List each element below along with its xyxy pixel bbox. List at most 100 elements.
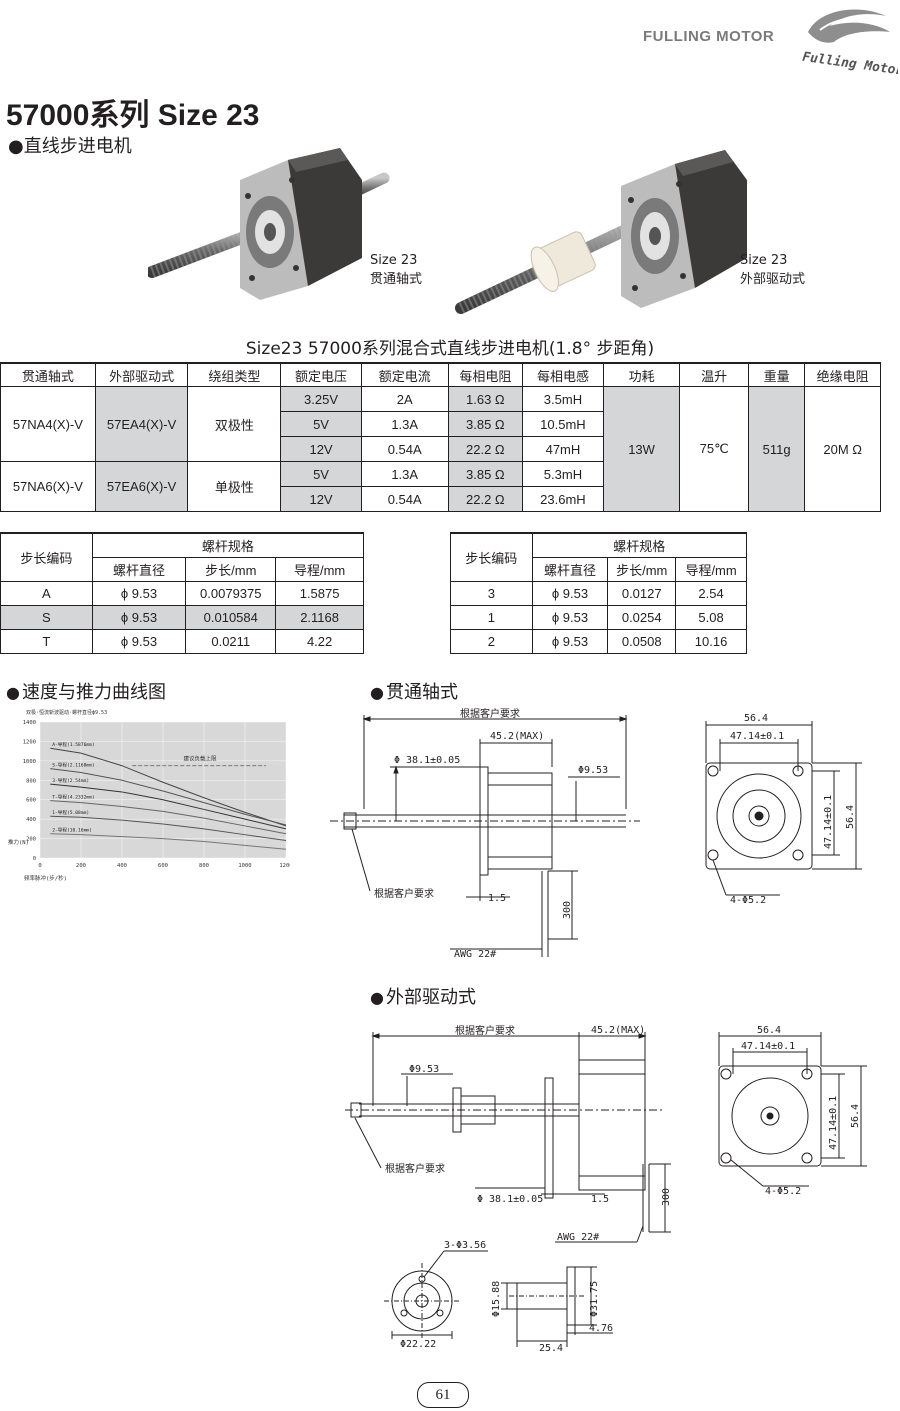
external-drive-side-drawing: 根据客户要求 45.2(MAX) Φ9.53 根据客户要求 Φ 38.1±0.0… [345,1024,672,1243]
table-row: 螺杆直径 步长/mm 导程/mm [451,557,747,582]
chart-x-tick-label: 200 [76,863,86,869]
nut-side-drawing: Φ15.88 Φ31.75 4.76 25.4 [491,1266,613,1354]
table-row: 2 ϕ 9.53 0.0508 10.16 [450,629,747,654]
section-through-axis: ●贯通轴式 [370,682,458,703]
page-number: 61 [417,1382,469,1408]
cell-diameter: ϕ 9.53 [531,629,609,654]
header-lead: 导程/mm [275,557,364,582]
table-row: 12V 0.54A 22.2 Ω 47mH [1,436,881,462]
header-through-axis: 贯通轴式 [0,362,96,387]
cell-external-model-2: 57EA6(X)-V [94,461,189,512]
header-screw-spec: 螺杆规格 [91,532,365,558]
dim-customer-length: 根据客户要求 [455,1024,515,1037]
end-bolt-spacing-label: 47.14±0.1 [741,1041,795,1052]
spec-table-header-row: 贯通轴式 外部驱动式 绕组类型 额定电压 额定电流 每相电阻 每相电感 功耗 温… [0,362,881,387]
end-bolt-spacing-label: 47.14±0.1 [730,731,784,742]
cell-diameter: ϕ 9.53 [531,605,609,630]
leader-customer-label: 根据客户要求 [385,1162,445,1175]
cell-voltage: 3.25V [280,386,362,412]
cell-winding-2: 单极性 [187,461,282,512]
cell-step: 0.0508 [607,629,677,654]
chart-x-tick-label: 400 [117,863,127,869]
dim-body-length: 45.2(MAX) [591,1025,645,1036]
header-external-drive: 外部驱动式 [94,362,189,387]
fulling-logo-icon: Fulling Motor [801,9,898,74]
header-weight: 重量 [747,362,806,387]
cell-external-model-1: 57EA4(X)-V [94,386,189,462]
cell-inductance: 3.5mH [522,386,604,412]
leader-customer-label: 根据客户要求 [374,887,434,900]
chart-x-tick-label: 600 [158,863,168,869]
end-height-label: 56.4 [850,1104,861,1128]
table-row: S ϕ 9.53 0.010584 2.1168 [0,605,364,630]
table-row: 螺杆直径 步长/mm 导程/mm [1,557,364,582]
chart-y-tick-label: 1000 [23,759,36,765]
table-row: 3 ϕ 9.53 0.0127 2.54 [450,581,747,606]
end-width-label: 56.4 [744,713,768,724]
page-title: 57000系列 Size 23 [6,99,260,132]
section-speed-force: ●速度与推力曲线图 [6,682,166,703]
end-width-label: 56.4 [757,1025,781,1036]
cell-temp-rise: 75℃ [679,386,749,512]
external-drive-end-drawing: 56.4 47.14±0.1 47.14±0.1 56.4 4-Φ5.2 [718,1025,867,1197]
cell-code: S [0,605,93,630]
through-axis-motor-photo [148,148,390,300]
spec-table-title: Size23 57000系列混合式直线步进电机(1.8° 步距角) [245,339,655,359]
chart-y-tick-label: 600 [26,798,36,804]
dim-pilot-diameter: Φ 38.1±0.05 [394,755,460,766]
cell-lead: 1.5875 [275,581,364,606]
header-lead: 导程/mm [675,557,747,582]
screw-table-right: 步长编码 螺杆规格 螺杆直径 步长/mm 导程/mm 3 ϕ 9.53 0.01… [450,532,748,654]
chart-series-label: A-导程(1.5876mm) [52,741,94,748]
cell-lead: 2.54 [675,581,747,606]
header-rated-current: 额定电流 [360,362,449,387]
cell-current: 0.54A [360,486,449,512]
nut-flange-thickness-label: 4.76 [589,1323,613,1334]
cell-insulation: 20M Ω [804,386,881,512]
table-row: 57NA4(X)-V 57EA4(X)-V 双极性 3.25V 2A 1.63 … [0,386,881,512]
chart-series-line [50,833,287,850]
cell-inductance: 10.5mH [522,411,604,437]
chart-y-tick-label: 200 [26,837,36,843]
table-row: 步长编码 螺杆规格 [0,532,365,582]
table-row: T ϕ 9.53 0.0211 4.22 [0,629,364,654]
header-step-length: 步长/mm [607,557,677,582]
nut-body-diameter-label: Φ15.88 [491,1281,502,1317]
nut-length-label: 25.4 [539,1343,563,1354]
through-axis-side-drawing: 根据客户要求 45.2(MAX) Φ 38.1±0.05 Φ9.53 1.5 3… [330,707,640,960]
cell-resistance: 3.85 Ω [447,461,524,487]
table-row: 57NA6(X)-V 57EA6(X)-V 单极性 5V 1.3A 3.85 Ω… [0,461,881,512]
section-through-axis-label: 贯通轴式 [385,682,458,703]
chart-y-tick-label: 1200 [23,739,36,745]
dim-lead-length: 300 [661,1188,672,1206]
header-step-code: 步长编码 [0,532,93,582]
dim-screw-diameter: Φ9.53 [578,765,608,776]
chart-y-tick-label: 0 [33,856,36,862]
cell-resistance: 3.85 Ω [447,411,524,437]
cell-step: 0.010584 [185,605,277,630]
photo1-caption-line1: Size 23 [370,253,418,268]
dim-body-length: 45.2(MAX) [490,731,544,742]
page-subtitle: ●直线步进电机 [8,136,132,157]
screw-table-left: 步长编码 螺杆规格 螺杆直径 步长/mm 导程/mm A ϕ 9.53 0.00… [0,532,365,654]
header-power: 功耗 [602,362,681,387]
chart-x-tick-label: 1200 [279,863,290,869]
photo1-caption-line2: 贯通轴式 [370,272,423,287]
header-winding-type: 绕组类型 [187,362,282,387]
section-external-drive: ●外部驱动式 [370,987,476,1008]
table-row: 12V 0.54A 22.2 Ω 23.6mH [1,486,881,512]
chart-x-tick-label: 800 [199,863,209,869]
photo2-caption-line1: Size 23 [740,253,788,268]
cell-voltage: 5V [280,411,362,437]
section-external-drive-label: 外部驱动式 [385,987,476,1008]
wire-gauge-label: AWG 22# [557,1232,599,1243]
end-height-label: 56.4 [845,805,856,829]
chart-x-axis-label: 频率脉冲(步/秒) [24,874,67,882]
cell-resistance: 22.2 Ω [447,436,524,462]
cell-current: 1.3A [360,461,449,487]
cell-current: 0.54A [360,436,449,462]
through-axis-end-drawing: 56.4 47.14±0.1 47.14±0.1 56.4 4-Φ5.2 [705,713,862,906]
chart-series-line [50,800,287,835]
chart-y-axis-label: 推力(N) [8,838,29,846]
cell-step: 0.0254 [607,605,677,630]
